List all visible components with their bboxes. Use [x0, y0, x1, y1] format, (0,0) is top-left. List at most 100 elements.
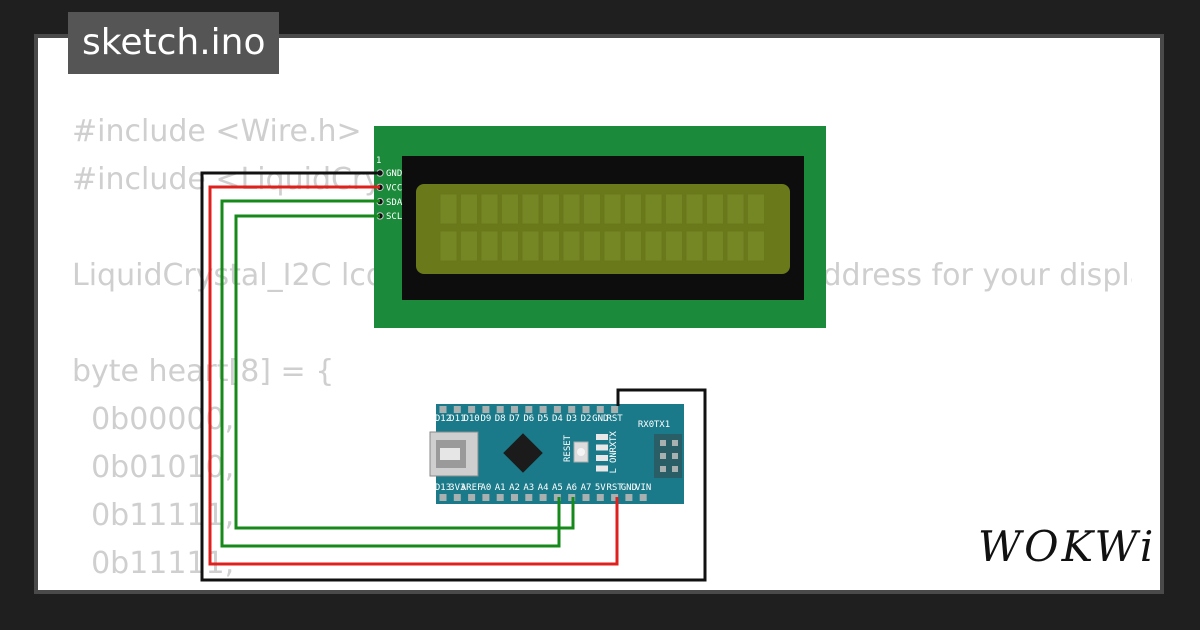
nano-pin-label: RX0	[638, 420, 654, 430]
icsp-pin	[660, 466, 666, 472]
nano-pin-label: GND	[621, 483, 637, 493]
lcd-cell	[603, 193, 622, 225]
nano-pin[interactable]	[482, 406, 490, 413]
nano-pin[interactable]	[582, 406, 590, 413]
nano-pin-label: A4	[538, 483, 549, 493]
nano-pin[interactable]	[439, 494, 447, 501]
lcd-cell	[747, 230, 765, 262]
nano-pin-label: GND	[592, 414, 608, 424]
nano-pin-label: D4	[552, 414, 563, 424]
nano-pin[interactable]	[568, 406, 576, 413]
lcd-cell	[501, 193, 519, 225]
nano-pin-label: D5	[538, 414, 549, 424]
nano-pin[interactable]	[453, 406, 461, 413]
nano-pin[interactable]	[596, 406, 604, 413]
code-line: #include <Wire.h>	[72, 114, 362, 149]
icsp-pin	[660, 453, 666, 459]
status-led	[596, 434, 608, 440]
nano-pin[interactable]	[525, 406, 533, 413]
lcd-pin-label: SDA	[386, 198, 403, 208]
lcd-cell	[439, 230, 458, 262]
lcd-cell	[685, 230, 704, 262]
nano-pin-label: 3V3	[449, 483, 465, 493]
nano-pin[interactable]	[596, 494, 604, 501]
icsp-pin	[672, 453, 678, 459]
wires	[200, 171, 707, 582]
lcd-cell	[706, 230, 724, 262]
nano-pin[interactable]	[539, 406, 547, 413]
lcd-cell	[665, 193, 683, 225]
icsp-pin	[660, 440, 666, 446]
nano-pin[interactable]	[525, 494, 533, 501]
lcd-cell	[624, 193, 642, 225]
lcd-character-grid	[439, 193, 765, 262]
nano-pin-label: D10	[463, 414, 479, 424]
microcontroller-chip	[503, 433, 543, 473]
lcd-cell	[460, 193, 478, 225]
lcd-pin-label: SCL	[386, 212, 402, 222]
nano-pin-label: D7	[509, 414, 520, 424]
lcd-cell	[747, 193, 765, 225]
nano-pin-label: D12	[435, 414, 451, 424]
nano-pin[interactable]	[511, 494, 518, 501]
nano-pin[interactable]	[582, 494, 590, 501]
lcd-cell	[521, 230, 540, 262]
led-label: TX	[609, 431, 619, 442]
lcd-cell	[480, 193, 499, 225]
lcd-cell	[583, 193, 601, 225]
icsp-pin	[672, 466, 678, 472]
nano-pin-label: A3	[523, 483, 534, 493]
lcd-cell	[542, 193, 560, 225]
nano-pin[interactable]	[611, 494, 619, 501]
nano-pin-label: D3	[566, 414, 577, 424]
lcd-cell	[439, 193, 458, 225]
nano-pin-label: VIN	[635, 483, 651, 493]
lcd-cell	[644, 230, 663, 262]
lcd-cell	[706, 193, 724, 225]
lcd-cell	[583, 230, 601, 262]
nano-pin[interactable]	[539, 494, 547, 501]
nano-pin-label: A5	[552, 483, 563, 493]
reset-label: RESET	[563, 434, 573, 462]
nano-pin-label: TX1	[654, 420, 670, 430]
nano-pin[interactable]	[482, 494, 490, 501]
nano-pin-label: RST	[606, 483, 623, 493]
nano-pin-label: D9	[480, 414, 491, 424]
nano-pin-label: D13	[435, 483, 451, 493]
nano-pin[interactable]	[639, 494, 647, 501]
nano-pin[interactable]	[625, 494, 633, 501]
led-label: RX	[609, 441, 619, 452]
nano-pin[interactable]	[553, 406, 561, 413]
nano-pin[interactable]	[439, 406, 447, 413]
lcd-cell	[480, 230, 499, 262]
nano-pin-label: D2	[581, 414, 592, 424]
nano-pin[interactable]	[553, 494, 561, 501]
lcd-cell	[501, 230, 519, 262]
icsp-pin	[672, 440, 678, 446]
file-tab[interactable]: sketch.ino	[68, 12, 280, 74]
status-led	[596, 465, 608, 472]
nano-pin-label: A1	[495, 483, 506, 493]
nano-pin[interactable]	[496, 406, 504, 413]
lcd-pin-label: VCC	[386, 184, 402, 194]
wire-vcc	[208, 185, 619, 566]
led-label: ON	[609, 452, 619, 463]
nano-pin[interactable]	[453, 494, 461, 501]
usb-connector	[429, 431, 479, 477]
lcd-cell	[726, 230, 745, 262]
nano-pin[interactable]	[468, 406, 476, 413]
nano-pin[interactable]	[611, 406, 619, 413]
nano-pin-label: A0	[480, 483, 491, 493]
nano-pin[interactable]	[468, 494, 476, 501]
nano-pin[interactable]	[511, 406, 518, 413]
nano-pin[interactable]	[496, 494, 504, 501]
nano-pin-label: A7	[581, 483, 592, 493]
lcd-cell	[603, 230, 622, 262]
lcd-cell	[685, 193, 704, 225]
wire-gnd	[200, 171, 707, 582]
